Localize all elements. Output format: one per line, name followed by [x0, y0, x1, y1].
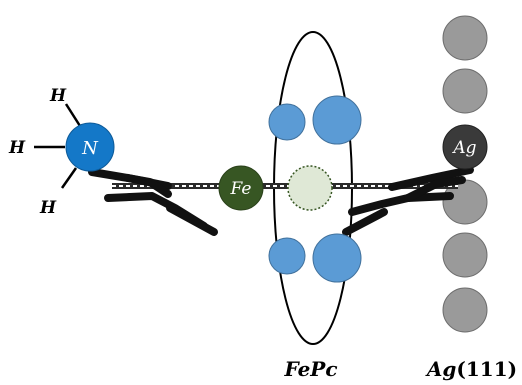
silver-surface-column [442, 15, 488, 333]
substrate-label-element: Ag [425, 357, 457, 381]
orbital-lobe [268, 237, 306, 275]
ghost-iron-position [287, 165, 333, 211]
orbital-lobe [312, 95, 362, 145]
silver-atom-highlighted: Ag [442, 124, 488, 170]
silver-atom-label: Ag [451, 138, 476, 158]
ammonia-group: H H H N [8, 86, 115, 218]
silver-atom [442, 68, 488, 114]
orbital-lobe [312, 233, 362, 283]
iron-atom-label: Fe [230, 179, 252, 199]
iron-atom: Fe [218, 165, 264, 211]
orbital-lobes [268, 95, 362, 283]
right-ligand [342, 166, 474, 236]
silver-atom [442, 232, 488, 278]
substrate-label: Ag(111) [425, 357, 517, 381]
orbital-lobe [268, 103, 306, 141]
nitrogen-atom [65, 122, 115, 172]
fepc-label: FePc [283, 357, 337, 381]
nitrogen-atom-label: N [81, 138, 99, 159]
hydrogen-label-bottom: H [39, 198, 57, 218]
substrate-label-facet: (111) [456, 357, 517, 381]
n-h-bond-top [64, 103, 82, 127]
silver-atom [442, 287, 488, 333]
n-h-bond-bottom [60, 167, 78, 189]
hydrogen-label-left: H [8, 138, 26, 158]
left-ligand [88, 168, 218, 236]
silver-atom [442, 15, 488, 61]
hydrogen-label-top: H [49, 86, 67, 106]
